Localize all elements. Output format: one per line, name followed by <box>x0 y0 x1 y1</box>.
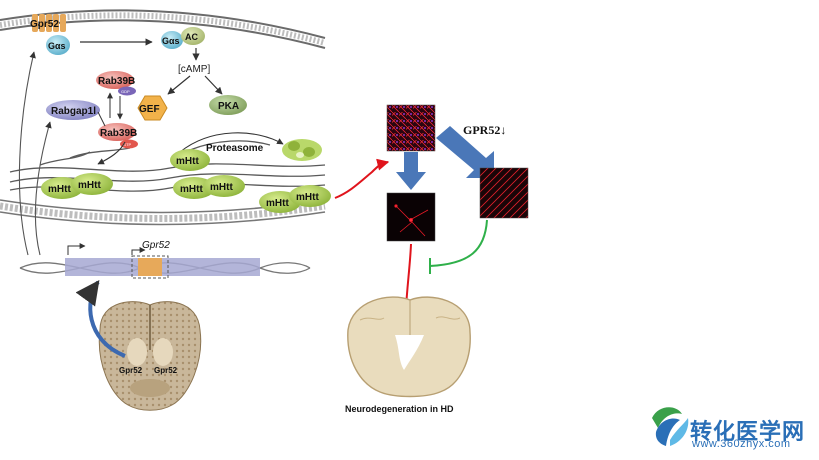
rab39b-bottom-label: Rab39B <box>100 128 137 139</box>
gpr52-receptor-icon <box>32 14 66 32</box>
rab39b-gdp-node <box>96 71 134 89</box>
down-blue-arrow <box>396 152 426 190</box>
brain-left-label: Gpr52 <box>119 366 143 375</box>
gene-start-arrow <box>131 247 146 255</box>
mhtt-node-7 <box>289 185 331 207</box>
diagonal-blue-arrow <box>436 126 494 178</box>
camp-to-gef-arrow <box>167 75 191 95</box>
rabgap1l-to-rab-line <box>97 111 106 127</box>
gef-node <box>137 95 168 121</box>
rabgap1l-node <box>46 100 100 120</box>
rab39b-top-label: Rab39B <box>98 76 135 87</box>
neuron-image-right <box>479 167 529 219</box>
neurodegeneration-label: Neurodegeneration in HD <box>345 404 454 414</box>
brain-section-left <box>98 301 202 411</box>
mhtt-label-7: mHtt <box>296 192 319 203</box>
mhtt-node-1 <box>170 149 210 171</box>
transcription-start-arrow <box>67 243 86 255</box>
brain-to-gene-arrow <box>75 280 126 358</box>
inhibition-line <box>429 219 488 267</box>
mhtt-node-5 <box>203 175 245 197</box>
gas-right-label: Gαs <box>162 36 180 46</box>
watermark-name: 转化医学网 <box>690 419 806 444</box>
mhtt-label-4: mHtt <box>180 184 203 195</box>
proteasome-label: Proteasome <box>206 143 264 154</box>
watermark-url: www.360zhyx.com <box>692 438 791 450</box>
gtp-label: GTP <box>123 142 132 147</box>
gpr52-receptor-label: Gpr52 <box>30 19 59 30</box>
pka-node <box>209 95 247 115</box>
brain-right-label: Gpr52 <box>154 366 178 375</box>
gdp-badge <box>118 86 136 96</box>
gpr52-down-label: GPR52↓ <box>463 123 506 137</box>
mhtt-label-1: mHtt <box>176 156 199 167</box>
gene-label: Gpr52 <box>142 240 170 251</box>
gas-left-label: Gαs <box>48 41 66 51</box>
gef-label: GEF <box>139 104 160 115</box>
sparse-neurons <box>394 204 429 237</box>
cell-to-neurons-arrow <box>334 158 390 199</box>
dna-strand <box>19 255 311 279</box>
mhtt-label-6: mHtt <box>266 198 289 209</box>
ac-label: AC <box>185 32 198 42</box>
neuron-image-bottom <box>386 192 436 242</box>
mhtt-node-3 <box>71 173 113 195</box>
gas-right-node <box>161 31 183 49</box>
brain-section-hd <box>347 296 471 398</box>
proteasome-icon <box>282 139 322 161</box>
to-proteasome-arrow <box>179 132 284 153</box>
rab39b-gtp-node <box>98 123 136 141</box>
rabgap1l-label: Rabgap1l <box>51 106 96 117</box>
mhtt-label-2: mHtt <box>48 184 71 195</box>
camp-label: [cAMP] <box>178 64 210 75</box>
mhtt-label-5: mHtt <box>210 182 233 193</box>
gene-to-receptor-arrow <box>18 51 36 256</box>
gene-to-rabgap-arrow <box>34 121 52 256</box>
pka-label: PKA <box>218 101 239 112</box>
gdp-label: GDP <box>121 89 130 94</box>
ac-node <box>181 27 205 45</box>
rab-to-er-arrow <box>97 141 126 165</box>
mhtt-label-3: mHtt <box>78 180 101 191</box>
neuron-image-top <box>386 104 436 152</box>
gas-left-node <box>46 35 70 55</box>
mhtt-cluster: mHtt mHtt mHtt mHtt mHtt mHtt mHtt <box>41 149 331 213</box>
gtp-badge <box>120 139 138 149</box>
watermark-logo-icon <box>652 407 689 446</box>
camp-to-pka-arrow <box>204 75 223 95</box>
